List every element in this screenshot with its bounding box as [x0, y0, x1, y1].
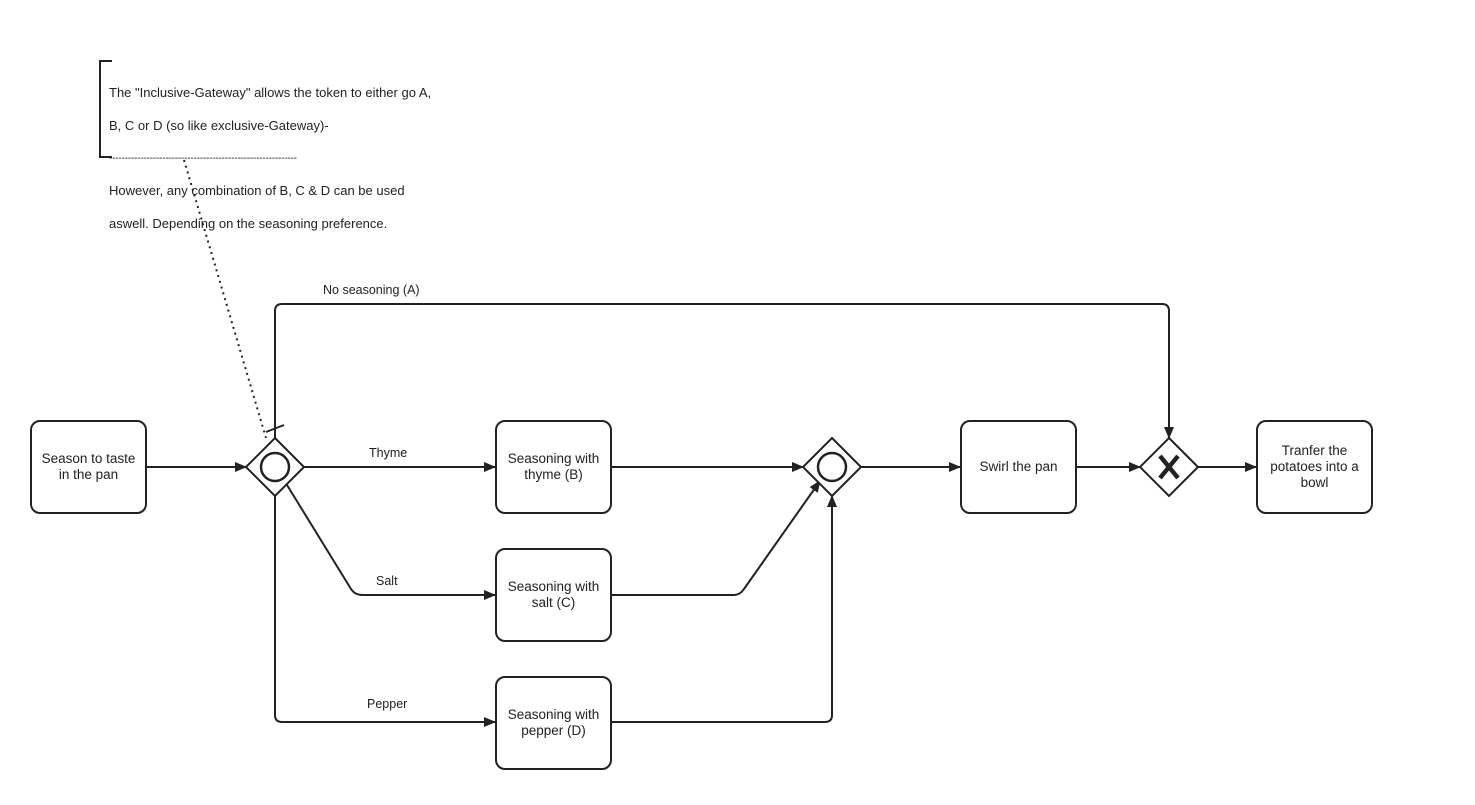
flow-default-marker: [265, 424, 285, 433]
task-seasoning-salt[interactable]: Seasoning with salt (C): [495, 548, 612, 642]
annotation-separator: ----------------------------------------…: [109, 152, 297, 164]
inclusive-split-gateway[interactable]: [244, 436, 306, 498]
annotation-line: The "Inclusive-Gateway" allows the token…: [109, 84, 432, 100]
annotation-line: B, C or D (so like exclusive-Gateway)-: [109, 117, 329, 133]
task-label: Seasoning with thyme (B): [507, 451, 600, 482]
task-seasoning-pepper[interactable]: Seasoning with pepper (D): [495, 676, 612, 770]
task-swirl-pan[interactable]: Swirl the pan: [960, 420, 1077, 514]
inclusive-gateway-icon: [259, 451, 291, 483]
annotation-line: However, any combination of B, C & D can…: [109, 183, 405, 198]
flow-pepper[interactable]: [274, 496, 496, 727]
task-label: Seasoning with salt (C): [507, 579, 600, 610]
flow-salt[interactable]: [286, 484, 496, 600]
task-seasoning-thyme[interactable]: Seasoning with thyme (B): [495, 420, 612, 514]
task-season-to-taste[interactable]: Season to taste in the pan: [30, 420, 147, 514]
annotation-bracket: [99, 60, 112, 158]
exclusive-merge-gateway[interactable]: [1138, 436, 1200, 498]
task-label: Season to taste in the pan: [41, 451, 136, 482]
flow-label-salt: Salt: [376, 574, 398, 588]
annotation-line: aswell. Depending on the seasoning prefe…: [109, 216, 388, 231]
flow-label-pepper: Pepper: [367, 697, 408, 711]
exclusive-gateway-x-icon: [1158, 454, 1180, 480]
inclusive-merge-gateway[interactable]: [801, 436, 863, 498]
flow-salt-to-merge[interactable]: [612, 480, 821, 596]
flow-pepper-to-merge[interactable]: [612, 495, 837, 723]
inclusive-gateway-icon: [816, 451, 848, 483]
flow-label-thyme: Thyme: [369, 446, 408, 460]
task-label: Swirl the pan: [979, 459, 1058, 474]
flow-no-seasoning[interactable]: [274, 303, 1174, 439]
flow-label-no-seasoning: No seasoning (A): [323, 283, 420, 297]
task-label: Seasoning with pepper (D): [507, 707, 600, 738]
task-label: Tranfer the potatoes into a bowl: [1270, 443, 1359, 490]
annotation-association: [183, 159, 267, 439]
task-transfer-potatoes[interactable]: Tranfer the potatoes into a bowl: [1256, 420, 1373, 514]
text-annotation[interactable]: The "Inclusive-Gateway" allows the token…: [109, 68, 469, 249]
